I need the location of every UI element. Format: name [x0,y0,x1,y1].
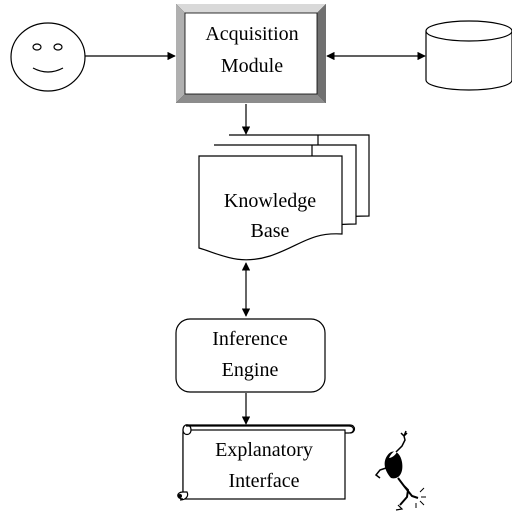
inference-label-line1: Inference [212,328,288,350]
acquisition-label-line2: Module [221,55,283,77]
database-cylinder-icon [425,20,512,91]
knowledge-base-document: Knowledge Base [198,134,370,261]
acquisition-module: Acquisition Module [176,4,326,103]
explanatory-interface-scroll: Explanatory Interface [177,424,356,501]
explanatory-label-line2: Interface [228,470,299,492]
acquisition-label-line1: Acquisition [205,23,298,45]
waving-person-icon [374,430,426,511]
knowledge-label-line1: Knowledge [224,190,316,212]
explanatory-label-line1: Explanatory [215,439,313,461]
inference-engine: Inference Engine [175,318,326,393]
knowledge-label-line2: Base [251,220,290,242]
smiley-face-icon [10,22,86,92]
inference-label-line2: Engine [222,359,279,381]
